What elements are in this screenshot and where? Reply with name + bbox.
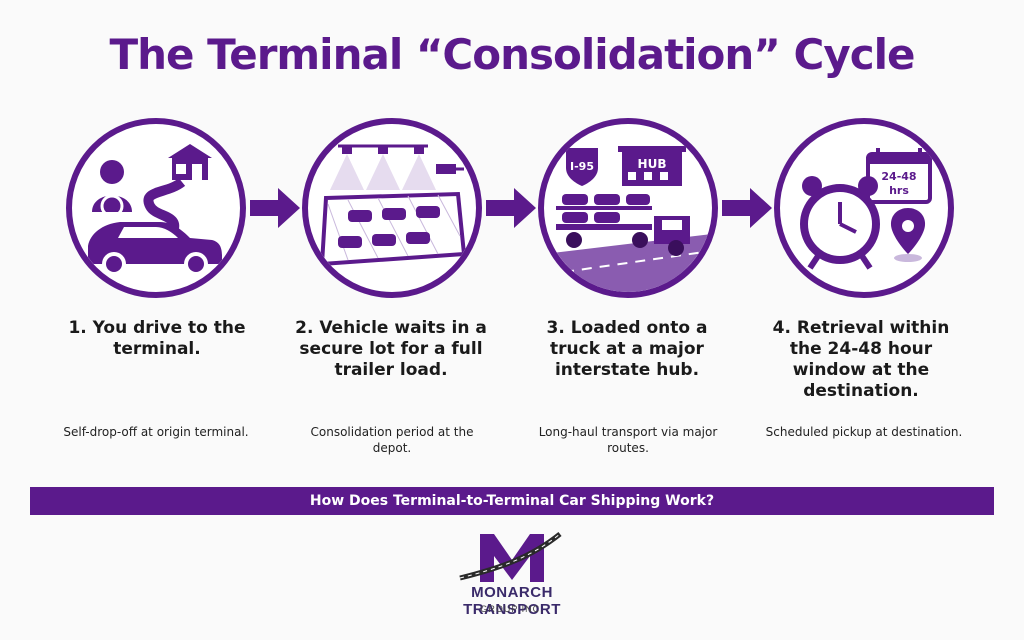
secure-lot-icon: [319, 144, 467, 267]
arrow-2-icon: [486, 188, 536, 228]
step-1-title: 1. You drive to the terminal.: [68, 318, 246, 359]
process-flow: I-95 HUB: [0, 118, 1024, 318]
step-2-circle: [302, 118, 482, 298]
step-1-description: Self-drop-off at origin terminal.: [63, 425, 249, 439]
alarm-clock-calendar-icon: 24-48 hrs: [800, 148, 932, 270]
step-4-description: Scheduled pickup at destination.: [765, 425, 963, 439]
step-2-title: 2. Vehicle waits in a secure lot for a f…: [295, 318, 487, 380]
logo-company-name: MONARCH TRANSPORT: [463, 584, 561, 618]
arrow-3-icon: [722, 188, 772, 228]
step-4-circle: 24-48 hrs: [774, 118, 954, 298]
step-2-description: Consolidation period at the depot.: [310, 425, 474, 455]
step-3-circle: I-95 HUB: [538, 118, 718, 298]
driver-car-terminal-icon: [88, 144, 222, 276]
calendar-label-hours-range: 24-48: [881, 170, 916, 183]
calendar-label-hours-unit: hrs: [889, 184, 909, 197]
car-carrier-truck-icon: I-95 HUB: [544, 146, 712, 292]
logo-company-suffix: GROUP INC.: [480, 604, 544, 614]
step-3-description: Long-haul transport via major routes.: [538, 425, 718, 455]
step-1-circle: [66, 118, 246, 298]
page-title: The Terminal “Consolidation” Cycle: [109, 30, 915, 79]
step-3-title: 3. Loaded onto a truck at a major inters…: [546, 318, 708, 380]
hub-label: HUB: [638, 157, 667, 171]
interstate-sign-label: I-95: [570, 160, 594, 173]
company-logo: MONARCH TRANSPORT GROUP INC.: [430, 528, 594, 628]
monarch-m-logo-icon: [459, 532, 562, 582]
step-4-title: 4. Retrieval within the 24-48 hour windo…: [772, 318, 950, 401]
footer-banner: How Does Terminal-to-Terminal Car Shippi…: [30, 487, 994, 515]
arrow-1-icon: [250, 188, 300, 228]
